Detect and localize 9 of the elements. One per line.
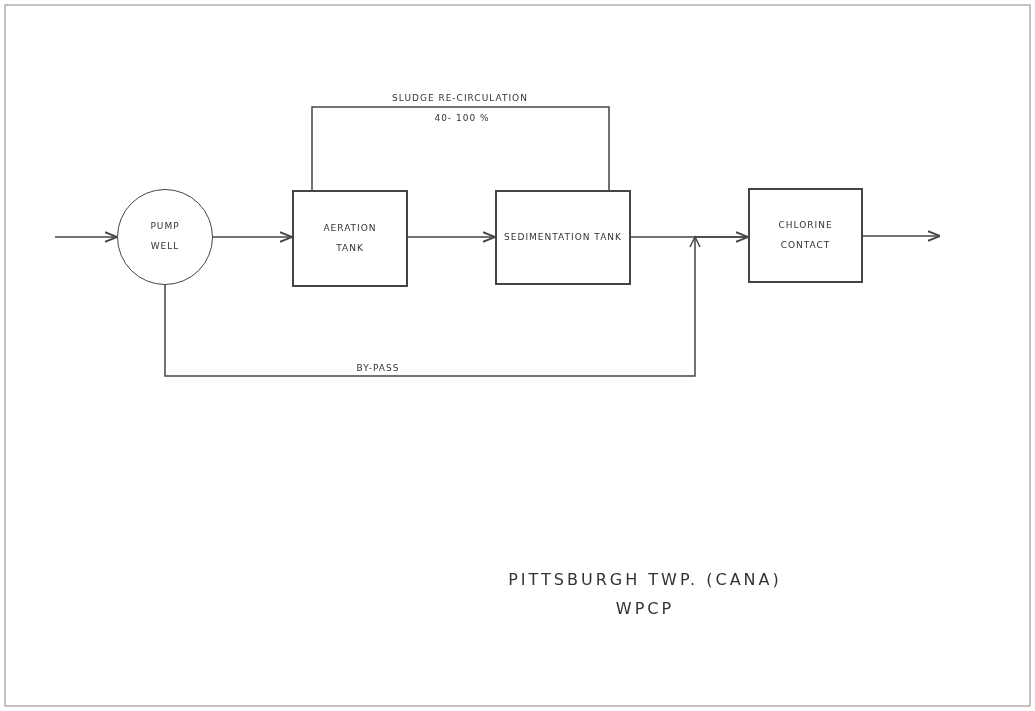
process-box xyxy=(495,190,631,285)
node-label: SEDIMENTATION TANK xyxy=(504,230,622,244)
edge-label: SLUDGE RE-CIRCULATION xyxy=(390,93,530,103)
node-label: AERATION TANK xyxy=(322,221,378,255)
process-box xyxy=(292,190,408,287)
process-box xyxy=(748,188,863,283)
diagram-title: PITTSBURGH TWP. (CANA) WPCP xyxy=(507,569,783,620)
node-label: CHLORINE CONTACT xyxy=(777,218,834,252)
node-label: PUMP WELL xyxy=(149,220,181,253)
